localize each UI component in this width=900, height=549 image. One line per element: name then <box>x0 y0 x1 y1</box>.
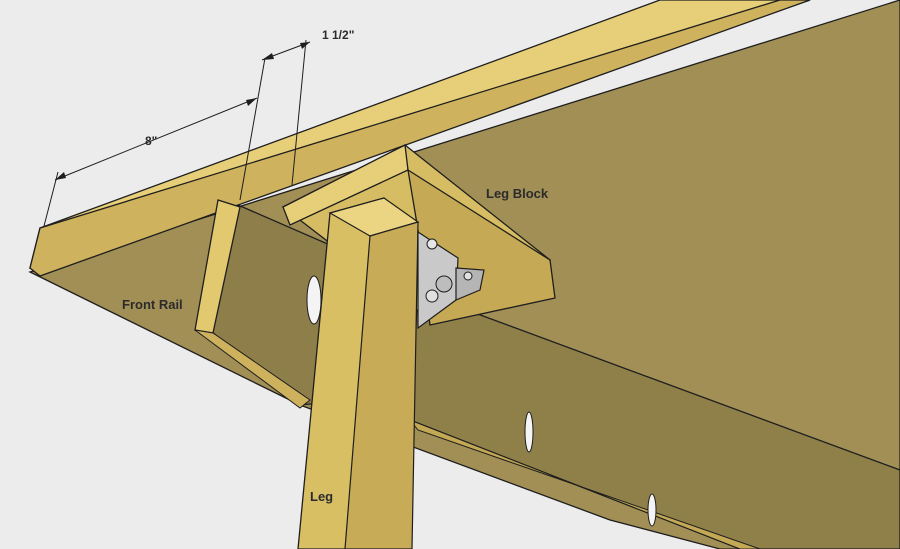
label-leg-block: Leg Block <box>486 186 549 201</box>
leg-side-face <box>344 221 419 549</box>
corner-bracket-flange <box>455 267 485 301</box>
dimension-label-thickness: 1 1/2" <box>322 28 355 42</box>
bracket-bolt-side <box>463 271 473 281</box>
label-front-rail: Front Rail <box>122 297 183 312</box>
label-leg: Leg <box>310 489 334 504</box>
bracket-bolt-top <box>426 238 438 250</box>
pocket-hole-side-rail-1 <box>524 411 534 453</box>
side-rail-bottom-edge <box>408 418 761 549</box>
bracket-nut <box>425 289 439 303</box>
front-rail-bottom-edge <box>194 329 311 409</box>
bracket-bolt-middle <box>435 275 453 293</box>
dimension-label-overhang: 8" <box>145 134 158 148</box>
pocket-hole-side-rail-2 <box>647 493 657 527</box>
dimension-arrows <box>55 42 310 180</box>
pocket-hole-front-rail <box>306 275 322 325</box>
